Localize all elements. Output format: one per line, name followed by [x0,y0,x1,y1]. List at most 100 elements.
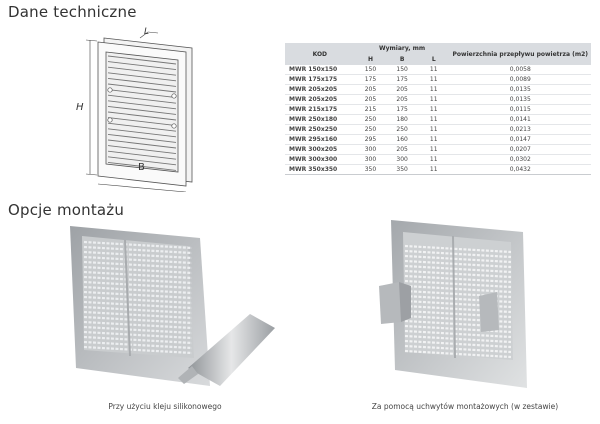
silicone-mounting-photo [70,226,275,386]
cell-l: 11 [417,124,450,135]
cell-l: 11 [417,74,450,85]
cell-l: 11 [417,144,450,155]
slat-line [83,330,193,340]
louvre-line [107,94,177,104]
cell-l: 11 [417,104,450,115]
cell-b: 250 [386,124,418,135]
slat-line [83,255,193,265]
cell-kod: MWR 150x150 [285,65,355,75]
slat-line [404,254,512,264]
cell-kod: MWR 250x180 [285,114,355,125]
cell-l: 11 [417,65,450,75]
slat-line [404,264,512,274]
louvre-line [107,100,177,110]
cell-area: 0,0115 [449,104,591,115]
louvre-line [107,66,177,76]
cell-b: 175 [386,74,418,85]
louvre-line [107,150,177,160]
cell-b: 300 [386,154,418,165]
cell-l: 11 [417,94,450,105]
mounting-options-heading: Opcje montażu [8,201,125,219]
cell-l: 11 [417,154,450,165]
cell-h: 300 [354,154,387,165]
slat-line [83,245,193,255]
cell-area: 0,0213 [449,124,591,135]
slat-line [83,260,193,270]
cell-h: 250 [354,124,387,135]
slat-line [404,344,512,354]
louvre-line [107,156,177,166]
cell-b: 205 [386,94,418,105]
cell-kod: MWR 175x175 [285,74,355,85]
slat-line [404,249,512,259]
slat-line [404,259,512,269]
louvre-line [107,89,177,99]
cell-h: 215 [354,104,387,115]
cell-kod: MWR 300x300 [285,154,355,165]
slat-line [83,265,193,275]
slat-line [404,324,512,334]
louvre-line [107,111,177,121]
cell-b: 205 [386,144,418,155]
slat-line [83,345,193,355]
louvre-line [107,72,177,82]
slat-line [83,270,193,280]
louvre-line [107,61,177,71]
louvre-line [107,133,177,143]
slat-line [83,250,193,260]
dimension-l-label: L [144,27,149,37]
slat-line [404,269,512,279]
cell-h: 350 [354,164,387,175]
cell-h: 150 [354,65,387,75]
table-header-row: KOD Wymiary, mm Powierzchnia przepływu p… [285,43,591,65]
table-subheader-row: H B L [285,54,591,65]
cell-area: 0,0135 [449,84,591,95]
louvre-line [107,139,177,149]
louvre-line [107,117,177,127]
slat-line [83,310,193,320]
bracket-mounting-photo [379,220,527,388]
dimension-b-label: B [138,162,145,173]
cell-kod: MWR 350x350 [285,164,355,175]
header-dimensions: Wymiary, mm [354,43,450,54]
slat-line [404,284,512,294]
header-l: L [417,54,450,65]
louvre-line [107,145,177,155]
slat-line [83,280,193,290]
header-kod: KOD [285,43,355,65]
louvre-line [107,55,177,65]
cell-b: 150 [386,65,418,75]
caption-silicone: Przy użyciu kleju silikonowego [108,402,222,411]
louvre-line [107,105,177,115]
slat-line [404,274,512,284]
cell-area: 0,0207 [449,144,591,155]
cell-area: 0,0141 [449,114,591,125]
cell-b: 175 [386,104,418,115]
slat-line [404,339,512,349]
header-b: B [386,54,418,65]
header-h: H [354,54,387,65]
slat-line [83,320,193,330]
cell-b: 350 [386,164,418,175]
slat-line [83,300,193,310]
louvre-line [107,128,177,138]
cell-area: 0,0135 [449,94,591,105]
cell-b: 160 [386,134,418,145]
cell-h: 205 [354,94,387,105]
cell-l: 11 [417,164,450,175]
slat-line [83,240,193,250]
cell-kod: MWR 250x250 [285,124,355,135]
cell-l: 11 [417,134,450,145]
technical-data-heading: Dane techniczne [8,3,137,21]
slat-line [83,275,193,285]
caption-brackets: Za pomocą uchwytów montażowych (w zestaw… [371,402,559,411]
cell-kod: MWR 295x160 [285,134,355,145]
cell-h: 295 [354,134,387,145]
